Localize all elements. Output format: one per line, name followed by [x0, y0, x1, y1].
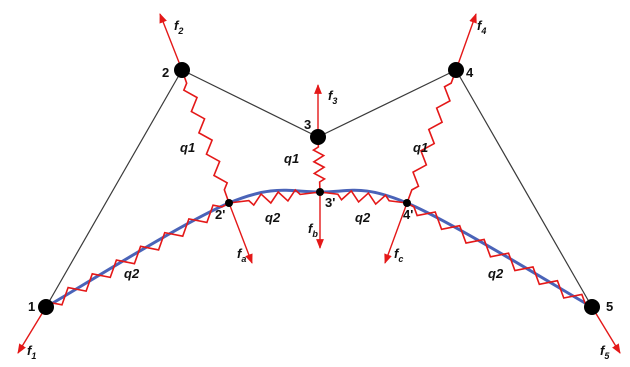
fitted-curve: [45, 188, 593, 309]
force-arrow-f1: [17, 306, 47, 354]
spring-3prime-4prime: [319, 189, 408, 206]
force-label-fa: fa: [237, 246, 246, 264]
spring-label-s-1-2p: q2: [124, 266, 140, 281]
spring-label-s-3p-4p: q2: [355, 210, 371, 225]
force-subscript: c: [398, 254, 403, 264]
force-label-f5: f5: [600, 343, 610, 361]
force-subscript: b: [312, 229, 318, 239]
force-label-f4: f4: [477, 18, 486, 36]
force-symbol: f: [394, 246, 400, 261]
node-label-2: 2: [162, 65, 169, 80]
spring-2-2prime: [181, 69, 230, 204]
spring-label-s-3-3p: q1: [284, 151, 299, 166]
force-arrow-fa: [228, 202, 253, 264]
force-arrow-f5: [591, 306, 621, 354]
node-2-prime: [225, 199, 233, 207]
force-symbol: f: [237, 246, 243, 261]
node-4: [448, 62, 464, 78]
force-subscript: 4: [480, 26, 486, 36]
spring-label-s-4p-5: q2: [488, 266, 504, 281]
node-label-5: 5: [606, 299, 613, 314]
frame-line-4-5: [455, 69, 593, 308]
force-symbol: f: [27, 343, 33, 358]
force-label-fc: fc: [394, 246, 403, 264]
node-label-3: 3: [304, 117, 311, 132]
force-label-f2: f2: [174, 18, 183, 36]
node-4-prime: [403, 199, 411, 207]
node-label-3-prime: 3': [325, 195, 335, 210]
force-subscript: 2: [177, 26, 183, 36]
spring-4prime-5: [406, 202, 593, 308]
node-label-1: 1: [28, 299, 35, 314]
node-label-2-prime: 2': [215, 207, 225, 222]
force-symbol: f: [477, 18, 483, 33]
spring-4-4prime: [406, 69, 457, 204]
spring-label-s-4-4p: q1: [413, 140, 428, 155]
force-symbol: f: [308, 221, 314, 236]
spring-1-2prime: [45, 202, 230, 308]
force-subscript: a: [241, 254, 246, 264]
frame-line-2-3: [181, 69, 319, 138]
frame-line-3-4: [317, 69, 457, 138]
node-3: [310, 129, 326, 145]
node-2: [174, 62, 190, 78]
force-subscript: 3: [332, 96, 337, 106]
force-arrow-fc: [384, 202, 408, 264]
node-5: [584, 299, 600, 315]
frame-line-1-2: [45, 69, 183, 308]
force-symbol: f: [174, 18, 180, 33]
force-arrow-f2: [159, 13, 183, 71]
node-label-4-prime: 4': [403, 207, 413, 222]
spring-label-s-2-2p: q1: [180, 140, 195, 155]
force-subscript: 1: [31, 351, 36, 361]
force-symbol: f: [600, 343, 606, 358]
force-arrow-f4: [455, 13, 477, 71]
spring-label-s-2p-3p: q2: [265, 210, 281, 225]
force-symbol: f: [328, 88, 334, 103]
force-subscript: 5: [604, 351, 610, 361]
spring-3-3prime: [311, 136, 327, 193]
node-3-prime: [316, 188, 324, 196]
spring-2prime-3prime: [228, 188, 321, 207]
force-label-f3: f3: [328, 88, 337, 106]
force-label-fb: fb: [308, 221, 318, 239]
node-1: [38, 299, 54, 315]
force-label-f1: f1: [27, 343, 36, 361]
node-label-4: 4: [466, 65, 474, 80]
